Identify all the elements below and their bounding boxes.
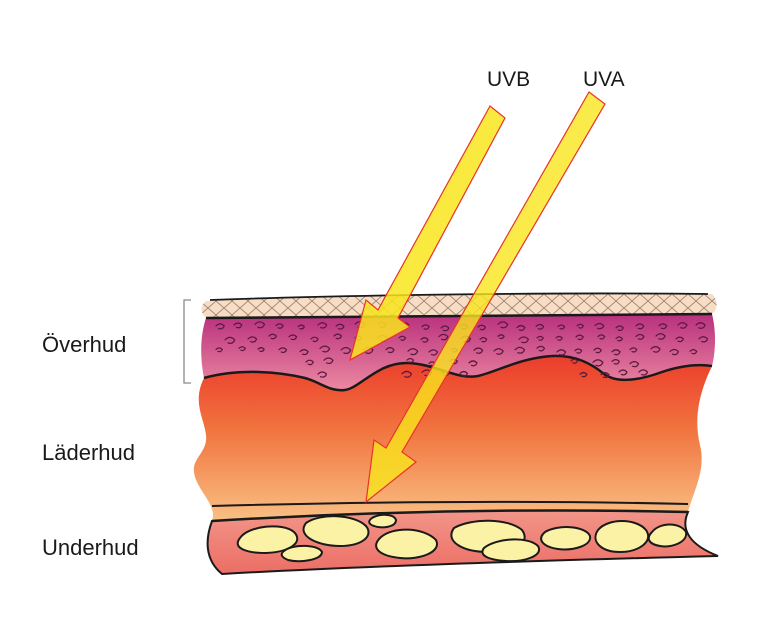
dermis-subcutis-line	[211, 500, 689, 507]
dermis-label: Läderhud	[42, 440, 135, 465]
stratum-corneum	[201, 292, 717, 320]
uvb-ray	[349, 105, 506, 362]
fat-cells	[236, 513, 688, 563]
uvb-label: UVB	[487, 68, 530, 91]
subcutis-boundary	[211, 509, 689, 523]
epidermis-cells	[215, 321, 709, 379]
dermis-layer	[193, 355, 712, 521]
subcutis-label: Underhud	[42, 535, 139, 560]
uva-label: UVA	[583, 68, 625, 91]
epidermis-bracket	[183, 299, 191, 384]
epidermis-label: Överhud	[42, 332, 126, 357]
uva-ray	[365, 91, 606, 504]
